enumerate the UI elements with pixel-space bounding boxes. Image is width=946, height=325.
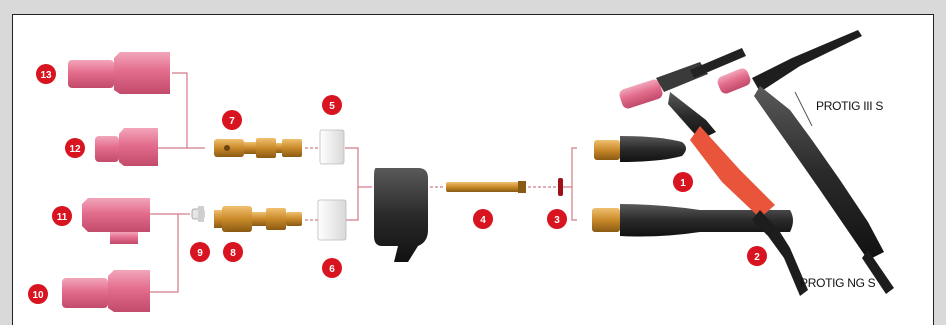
gas-lens-body-8 xyxy=(214,206,302,232)
torch-protig-iii-s xyxy=(716,30,894,294)
torch-head xyxy=(374,168,428,262)
nozzle-12 xyxy=(95,128,158,166)
insulator-5 xyxy=(320,130,344,164)
badge-11: 11 xyxy=(52,206,72,226)
nozzle-11 xyxy=(82,198,150,244)
svg-text:2: 2 xyxy=(754,252,760,263)
badge-8: 8 xyxy=(223,242,243,262)
label-protig-ng-s: PROTIG NG S xyxy=(800,276,876,290)
collet-4 xyxy=(446,181,526,193)
badge-5: 5 xyxy=(322,95,342,115)
badge-9: 9 xyxy=(190,242,210,262)
badge-1: 1 xyxy=(673,172,693,192)
svg-text:4: 4 xyxy=(480,215,486,226)
svg-text:10: 10 xyxy=(32,290,44,301)
svg-text:8: 8 xyxy=(230,248,236,259)
label-protig-iii-s: PROTIG III S xyxy=(816,99,883,113)
badge-7: 7 xyxy=(222,110,242,130)
svg-text:3: 3 xyxy=(554,215,560,226)
nozzle-13 xyxy=(68,52,170,94)
collet-body-7 xyxy=(214,138,302,158)
svg-text:12: 12 xyxy=(69,144,81,155)
svg-text:7: 7 xyxy=(229,116,235,127)
insulator-9 xyxy=(192,206,204,222)
insulator-6 xyxy=(318,200,346,240)
svg-text:1: 1 xyxy=(680,178,686,189)
badge-13: 13 xyxy=(36,64,56,84)
badge-2: 2 xyxy=(747,246,767,266)
o-ring-3 xyxy=(558,178,563,196)
back-cap-short-1 xyxy=(594,136,686,162)
torch-protig-ng-s xyxy=(618,48,808,296)
badge-4: 4 xyxy=(473,209,493,229)
svg-text:11: 11 xyxy=(57,212,68,223)
nozzle-10 xyxy=(62,270,150,312)
svg-text:5: 5 xyxy=(329,101,335,112)
svg-text:13: 13 xyxy=(40,70,52,81)
badge-12: 12 xyxy=(65,138,85,158)
badge-3: 3 xyxy=(547,209,567,229)
svg-text:6: 6 xyxy=(329,264,335,275)
svg-text:9: 9 xyxy=(197,248,203,259)
badge-6: 6 xyxy=(322,258,342,278)
badge-10: 10 xyxy=(28,284,48,304)
